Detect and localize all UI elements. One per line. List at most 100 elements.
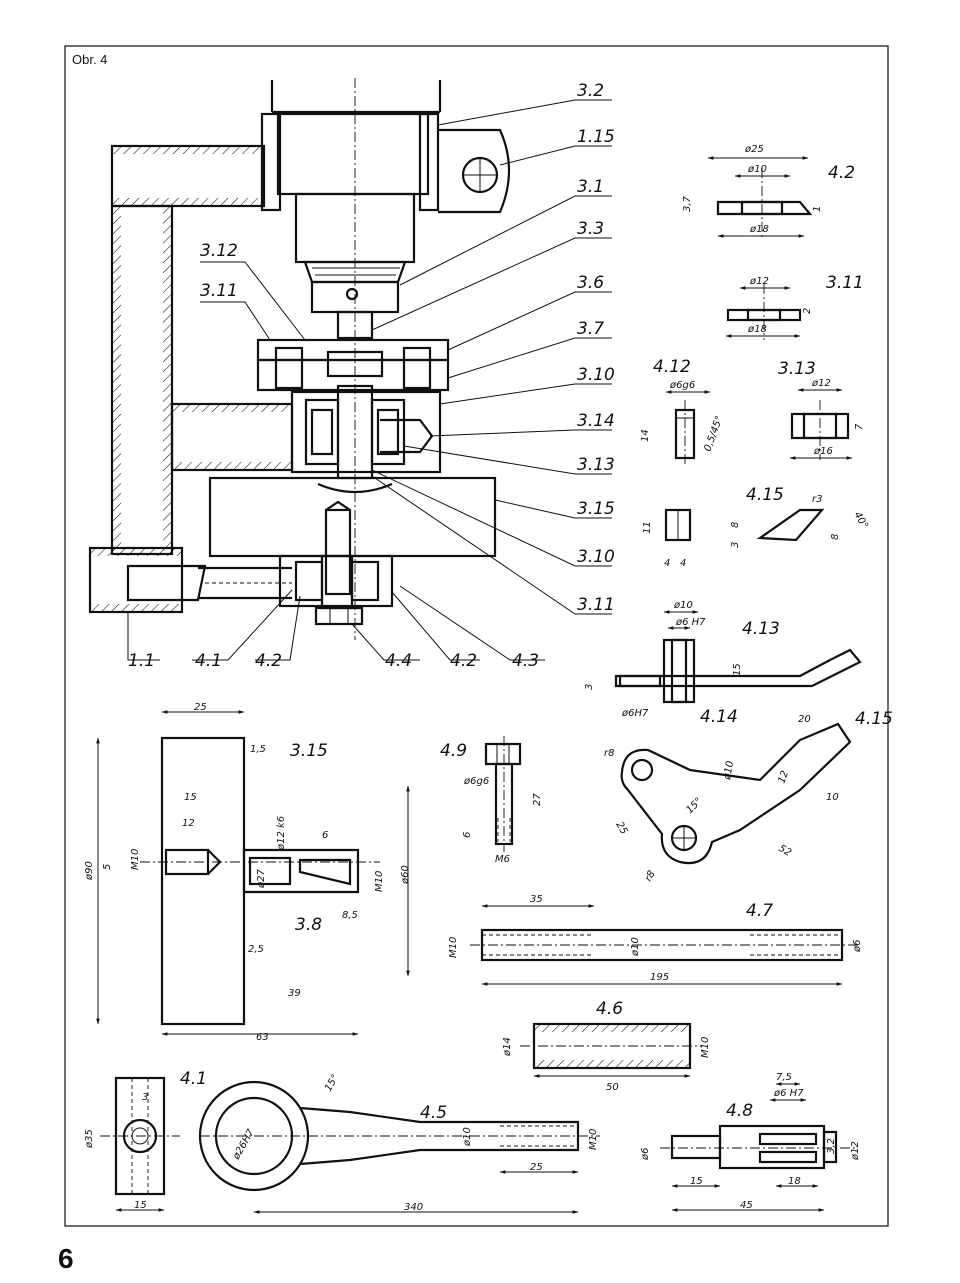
dimension-d48-18: 18 [788,1176,801,1187]
dimension-d45-26h7: ø26H7 [231,1127,258,1162]
dimension-d47-35: 35 [530,894,543,905]
part-4-15-small: 4.15 3 8 8 r3 40° [730,485,870,548]
part-3-15-3-8: 3.15 3.8 25 1,5 15 12 ø90 5 M10 ø27 ø12 … [84,702,411,1043]
label-4-3: 4.3 [512,651,539,671]
label-3-3: 3.3 [577,219,604,239]
dimension-d415-8b: 8 [830,534,841,540]
label-3-1: 3.1 [577,177,604,197]
dimension-d42-1: 1 [812,206,823,212]
label-3-14: 3.14 [577,411,615,431]
dimension-d415-3: 3 [730,542,741,548]
dimension-d412-045: 0,5/45° [702,414,725,453]
dimension-d415b-52: 52 [777,843,794,859]
dimension-d47-10: ø10 [630,937,641,957]
part-4-6: 4.6 50 ø14 M10 [502,999,711,1093]
dimension-d315-90: ø90 [84,861,95,881]
dimension-d-11: 11 [642,521,653,534]
dimension-d49-6g6: ø6g6 [463,776,489,787]
drawing-frame [64,45,889,1227]
part-small-block: 11 4 4 [642,508,692,569]
dimension-d315-63: 63 [256,1032,269,1043]
label-3-2: 3.2 [577,81,604,101]
dimension-d413-6h7a: ø6 H7 [675,617,706,628]
part-title-4-8: 4.8 [726,1101,753,1121]
part-title-4-5: 4.5 [420,1103,447,1123]
label-3-10-b: 3.10 [577,547,615,567]
dimension-d415-8a: 8 [730,522,741,528]
dimension-d415b-20: 20 [798,714,811,725]
label-1-15: 1.15 [577,127,615,147]
dimension-d315-m10b: M10 [374,871,385,892]
dimension-d313-16: ø16 [813,446,833,457]
dimension-d315-6: 6 [322,830,328,841]
dimension-d415b-10: 10 [826,792,839,803]
dimension-d48-75: 7,5 [776,1072,792,1083]
dimension-d49-m6: M6 [495,854,510,865]
dimension-d315-15: 15 [184,792,197,803]
dimension-d-4a: 4 [664,558,670,569]
label-4-2-a: 4.2 [255,651,282,671]
dimension-d45-25: 25 [530,1162,543,1173]
dimension-d415b-25: 25 [613,820,629,837]
dimension-d-4b: 4 [680,558,686,569]
dimension-d45-m10: M10 [588,1129,599,1150]
part-labels: 3.2 1.15 3.1 3.3 3.6 3.7 3.10 3.14 3.13 … [128,81,615,671]
dimension-d315-12: 12 [182,818,195,829]
part-title-4-1: 4.1 [180,1069,207,1089]
part-title-4-13: 4.13 [742,619,780,639]
dimension-d315-85: 8,5 [342,910,358,921]
part-4-2: 4.2 ø25 ø10 ø18 3,7 1 [682,144,855,238]
dimension-d311-2: 2 [802,308,813,314]
label-3-13: 3.13 [577,455,615,475]
page-number: 6 [58,1243,74,1274]
dimension-d41-3: 3 [142,1092,148,1103]
part-title-3-15: 3.15 [290,741,328,761]
dimension-d45-15: 15° [323,1073,341,1094]
dimension-d313-12: ø12 [811,378,831,389]
dimension-d413-10: ø10 [673,600,693,611]
label-1-1: 1.1 [128,651,155,671]
part-title-3-11: 3.11 [826,273,864,293]
main-assembly-section [88,78,511,640]
dimension-d48-6h7: ø6 H7 [773,1088,804,1099]
dimension-d315-25: 25 [194,702,207,713]
dimension-d47-6: ø6 [852,940,863,953]
dimension-d46-14: ø14 [502,1037,513,1057]
part-3-13: 3.13 ø12 ø16 7 [778,359,865,460]
dimension-d46-m10: M10 [700,1037,711,1058]
label-3-11-b: 3.11 [200,281,238,301]
label-3-12: 3.12 [200,241,238,261]
part-title-4-15-a: 4.15 [746,485,784,505]
part-4-12: 4.12 ø6g6 14 0,5/45° [640,357,725,466]
figure-caption: Obr. 4 [72,52,107,67]
dimension-d47-195: 195 [650,972,669,983]
part-title-4-15-b: 4.15 [855,709,893,729]
part-title-3-13: 3.13 [778,359,816,379]
dimension-d413-6h7b: ø6H7 [621,708,649,719]
part-4-5: 4.5 ø26H7 15° ø10 M10 25 340 [198,1073,600,1214]
dimension-d412-14: 14 [640,429,651,442]
part-title-3-8: 3.8 [295,915,322,935]
dimension-d311-18: ø18 [747,324,767,335]
dimension-d315-m10a: M10 [130,849,141,870]
part-title-4-14: 4.14 [700,707,738,727]
part-title-4-6: 4.6 [596,999,623,1019]
dimension-d415-40: 40° [851,510,869,531]
dimension-d49-6: 6 [462,832,473,838]
part-4-15-lever: 4.15 20 r8 ø10 12 15° 10 25 r8 52 [604,709,893,884]
dimension-d48-32: 3,2 [826,1138,837,1154]
part-4-7: 4.7 35 195 M10 ø10 ø6 [448,894,863,986]
leader-lines [127,99,612,661]
label-3-6: 3.6 [577,273,604,293]
dimension-d413-15: 15 [732,663,743,676]
dimension-d48-45: 45 [740,1200,753,1211]
dimension-d42-25: ø25 [744,144,764,155]
dimension-d311-12: ø12 [749,276,769,287]
dimension-d315-15a: 1,5 [250,744,266,755]
label-3-11-a: 3.11 [577,595,615,615]
dimension-d413-3: 3 [584,684,595,690]
dimension-d415-r3: r3 [812,494,822,505]
dimension-d315-12k6: ø12 k6 [276,816,287,851]
dimension-d46-50: 50 [606,1082,619,1093]
dimension-d47-m10: M10 [448,937,459,958]
